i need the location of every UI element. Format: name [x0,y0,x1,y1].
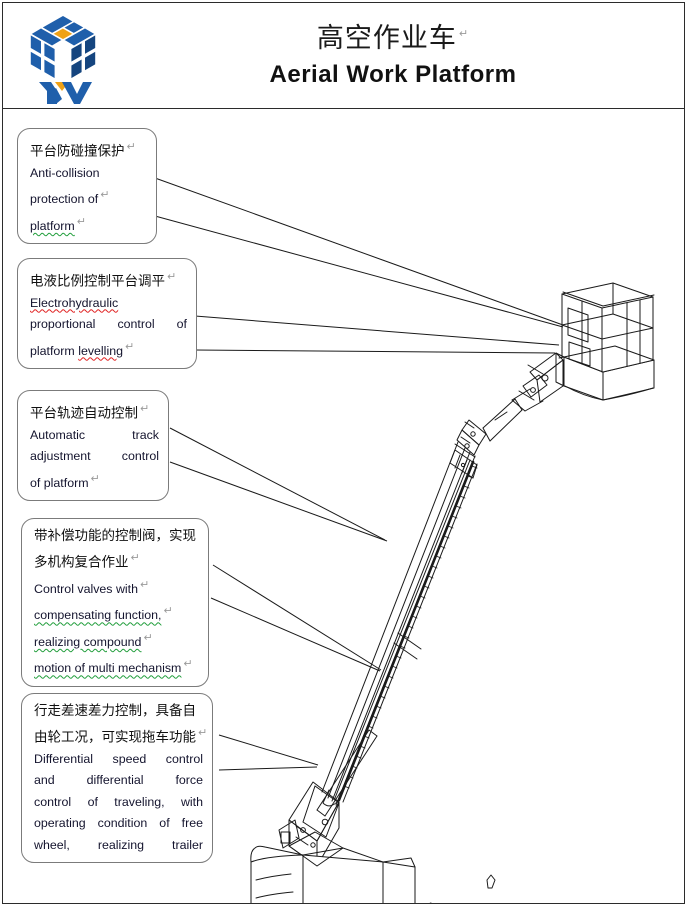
spellcheck-word: levelling [78,343,123,358]
callout-electrohydraulic-levelling[interactable]: 电液比例控制平台调平↵ Electrohydraulic proportiona… [17,258,197,370]
pilcrow-mark: ↵ [198,726,208,739]
callout-4-line-3: realizing compound↵ [34,630,153,649]
callout-4-line-4: motion of multi mechanism↵ [34,657,193,676]
callout-compensating-control-valves[interactable]: 带补偿功能的控制阀，实现 多机构复合作业↵ Control valves wit… [21,518,209,687]
cable-track [322,459,478,807]
callout-5-line-2: and differential force [34,773,203,787]
callout-2-title-cn: 电液比例控制平台调平↵ [30,270,177,290]
callout-2-line-2: proportional control of [30,317,187,331]
callout-anti-collision[interactable]: 平台防碰撞保护↵ Anti-collision protection of↵ p… [17,128,157,245]
callout-3-line-2: adjustment control [30,449,159,463]
callout-1-line-3: platform↵ [30,214,86,233]
yw-cube-logo [17,11,109,107]
callout-4-line-1: Control valves with↵ [34,577,150,596]
callout-4-title-cn-2: 多机构复合作业↵ [34,551,140,571]
pilcrow-mark: ↵ [100,188,110,201]
pilcrow-mark: ↵ [76,214,86,228]
document-header: 高空作业车↵ Aerial Work Platform [3,3,684,109]
pilcrow-mark: ↵ [90,471,100,485]
callout-5-title-cn-1: 行走差速差力控制，具备自 [34,703,196,719]
pilcrow-mark: ↵ [458,27,470,40]
callout-3-line-3: of platform↵ [30,471,100,490]
pilcrow-mark: ↵ [143,630,153,644]
callout-4-line-2: compensating function,↵ [34,604,173,623]
pilcrow-mark: ↵ [140,402,150,415]
callout-4-title-cn-1: 带补偿功能的控制阀，实现 [34,528,196,544]
callout-5-line-1: Differential speed control [34,751,203,766]
callout-1-line-2: protection of↵ [30,188,110,207]
chassis-body [250,831,496,903]
callout-1-line-1: Anti-collision [30,165,100,180]
callout-5-title-cn-2: 由轮工况，可实现拖车功能↵ [34,726,208,746]
page-title-cn-text: 高空作业车 [316,23,457,54]
callout-differential-speed-force[interactable]: 行走差速差力控制，具备自 由轮工况，可实现拖车功能↵ Differential … [21,693,213,863]
pilcrow-mark: ↵ [139,577,150,591]
pilcrow-mark: ↵ [167,270,177,283]
callout-automatic-track-control[interactable]: 平台轨迹自动控制↵ Automatic track adjustment con… [17,390,169,502]
work-platform-basket [555,282,655,401]
aerial-work-platform-illustration [250,282,655,903]
telescopic-boom [302,441,478,838]
pilcrow-mark: ↵ [124,339,135,353]
pilcrow-mark: ↵ [163,604,173,618]
callout-5-line-3: control of traveling, with [34,794,203,809]
leader-lines [154,177,564,771]
jib-rotator [482,352,564,442]
pilcrow-mark: ↵ [126,140,136,153]
callout-5-line-5: wheel, realizing trailer [34,837,203,852]
lift-cylinder [316,729,378,817]
callout-5-line-4: operating condition of free [34,816,203,830]
title-block: 高空作业车↵ Aerial Work Platform [123,15,663,92]
pilcrow-mark: ↵ [130,551,140,564]
pilcrow-mark: ↵ [183,657,193,671]
diagram-body: 平台防碰撞保护↵ Anti-collision protection of↵ p… [3,110,684,903]
boom-head [454,419,487,458]
page-title-cn: 高空作业车↵ [123,15,663,58]
callout-3-title-cn: 平台轨迹自动控制↵ [30,402,150,422]
callout-3-line-1: Automatic track [30,427,159,442]
callout-2-line-1: Electrohydraulic [30,295,119,310]
callout-2-line-3: platform levelling↵ [30,339,135,358]
callout-1-title-cn: 平台防碰撞保护↵ [30,140,136,160]
turntable [278,781,340,867]
page-title-en: Aerial Work Platform [269,61,517,88]
